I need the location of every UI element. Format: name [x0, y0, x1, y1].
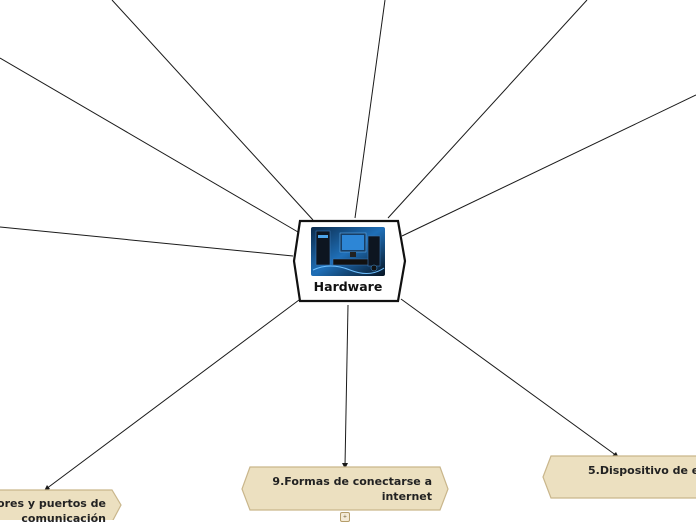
connector-line — [387, 0, 588, 219]
connector-line — [0, 226, 294, 257]
node-9-formas-conectarse[interactable] — [241, 466, 449, 511]
connector-line — [45, 299, 300, 490]
node-9-label: 9.Formas de conectarse a internet — [262, 474, 432, 504]
computer-hardware-image — [311, 227, 385, 276]
node-conectores-puertos[interactable] — [0, 489, 122, 520]
node-9-label-line1: 9.Formas de conectarse a — [272, 475, 432, 488]
node-5-label: 5.Dispositivo de ent — [588, 464, 696, 477]
arrowhead — [342, 463, 348, 469]
connector-line — [400, 298, 618, 457]
connector-line — [0, 57, 299, 233]
collapse-toggle-icon[interactable]: + — [340, 512, 350, 522]
connector-lines — [0, 0, 696, 490]
node-conectores-label: ctores y puertos de comunicación — [0, 496, 106, 526]
connector-line — [401, 94, 696, 237]
node-conectores-label-line2: comunicación — [21, 512, 106, 525]
connector-line — [111, 0, 314, 221]
central-node-label: Hardware — [313, 279, 383, 294]
central-node[interactable] — [292, 219, 407, 303]
connector-line — [344, 304, 349, 467]
node-5-dispositivo-entrada[interactable] — [542, 455, 696, 499]
connector-line — [354, 0, 386, 219]
node-9-label-line2: internet — [381, 490, 432, 503]
node-conectores-label-line1: ctores y puertos de — [0, 497, 106, 510]
